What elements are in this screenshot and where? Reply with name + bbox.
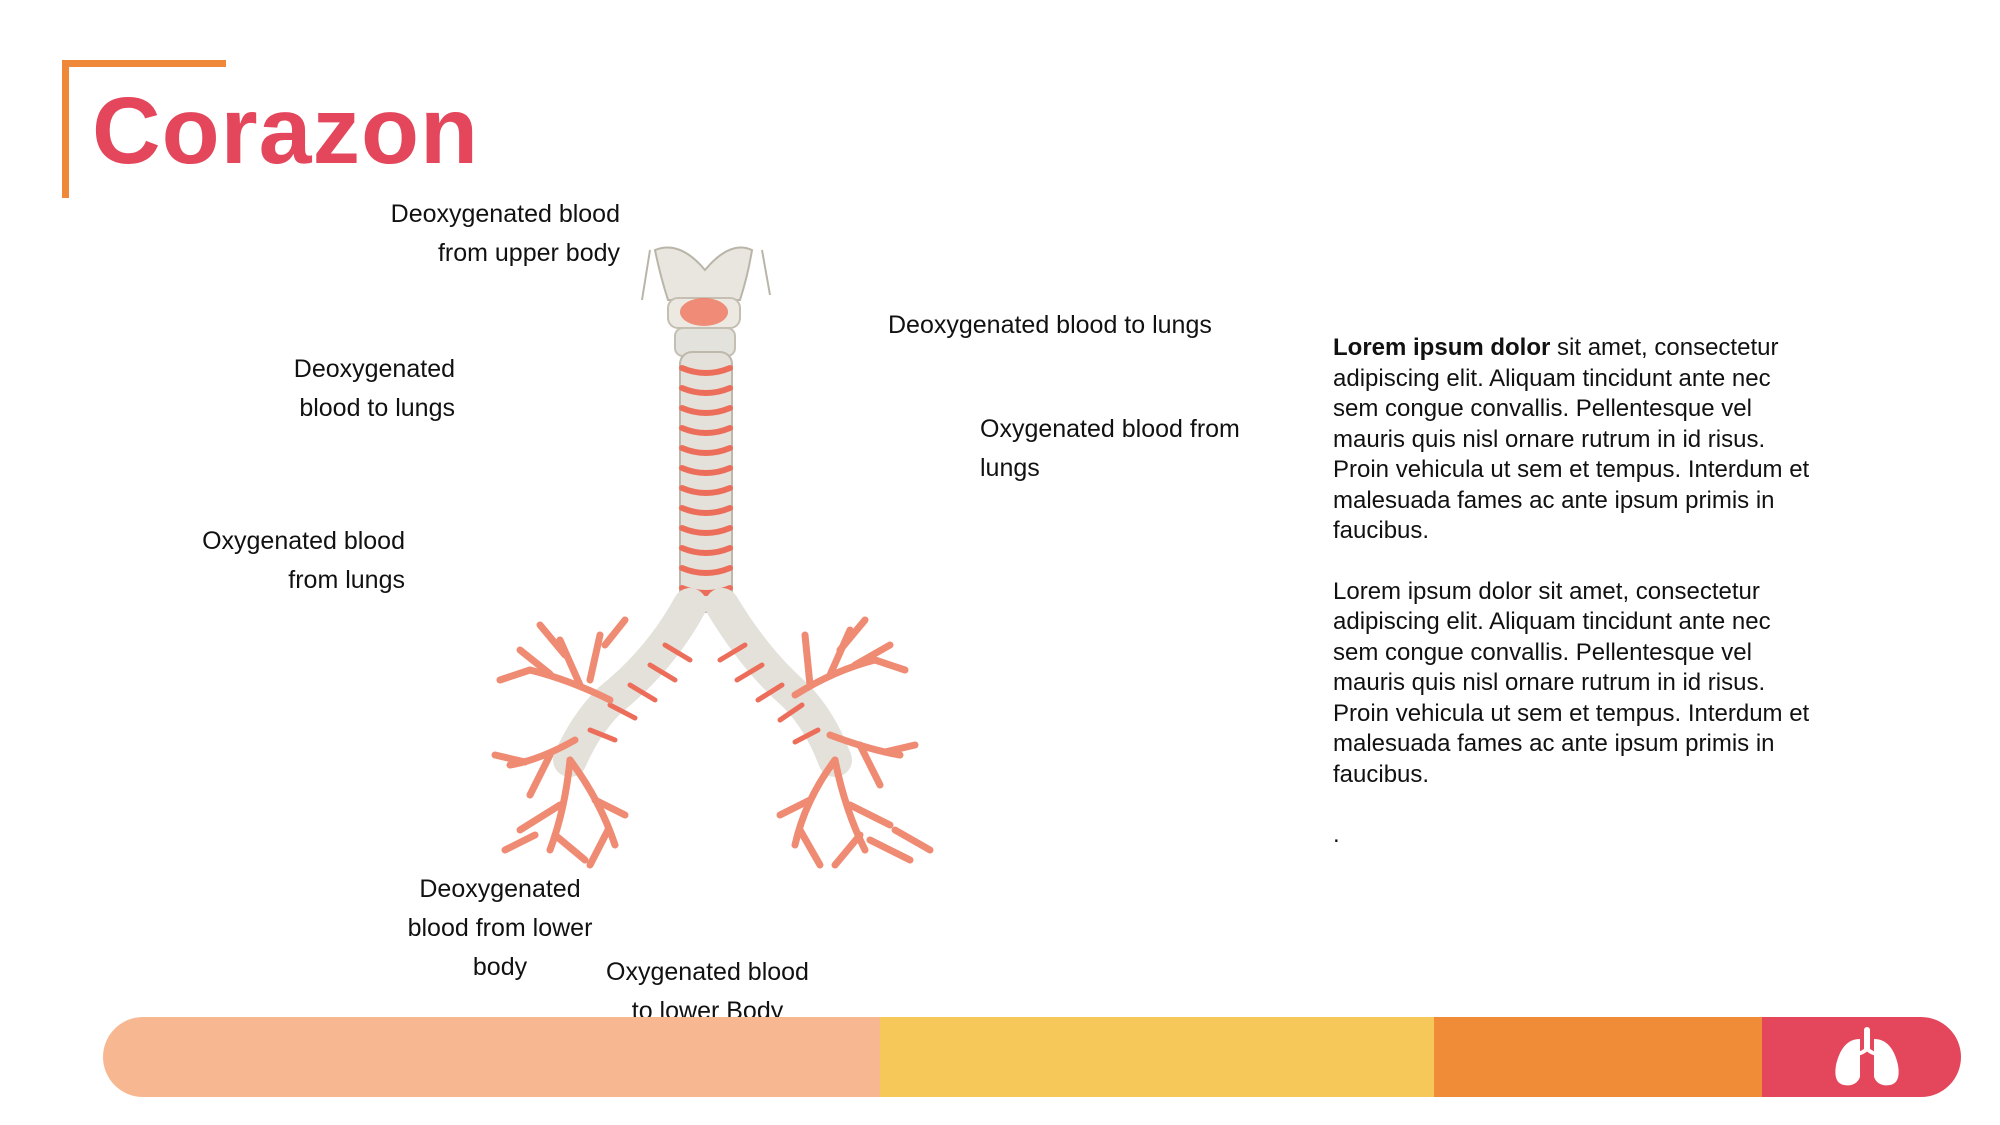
body-paragraph-1-bold: Lorem ipsum dolor	[1333, 334, 1551, 361]
footer-bar-segment-4	[1762, 1017, 1961, 1097]
label-deoxygenated-to-lungs-left: Deoxygenated blood to lungs	[293, 355, 455, 422]
body-paragraph-1-rest: sit amet, consectetur adipiscing elit. A…	[1333, 334, 1810, 544]
lungs-icon	[1834, 1027, 1899, 1086]
trachea-bronchi-illustration	[491, 246, 934, 869]
page-title: Corazon	[92, 78, 479, 184]
larynx	[641, 246, 771, 357]
left-bronchioles	[491, 616, 629, 869]
title-accent-bracket	[62, 60, 226, 198]
body-text: Lorem ipsum dolor sit amet, consectetur …	[1333, 333, 1813, 881]
footer-bar-segment-2	[880, 1017, 1434, 1097]
footer-color-bar	[103, 1017, 1961, 1097]
footer-bar-segment-1	[103, 1017, 880, 1097]
body-paragraph-2: Lorem ipsum dolor sit amet, consectetur …	[1333, 577, 1810, 788]
right-bronchioles	[776, 616, 934, 869]
body-paragraph-3: .	[1333, 821, 1340, 848]
label-oxygenated-from-lungs-right: Oxygenated blood from lungs	[980, 415, 1240, 482]
label-deoxygenated-to-lungs-right: Deoxygenated blood to lungs	[888, 311, 1212, 339]
label-deoxygenated-lower-body: Deoxygenated blood from lower body	[407, 875, 593, 981]
label-deoxygenated-upper-body: Deoxygenated blood from upper body	[390, 200, 620, 267]
trachea	[679, 351, 733, 613]
body-paragraph-1: Lorem ipsum dolor sit amet, consectetur …	[1333, 333, 1813, 547]
label-oxygenated-from-lungs-left: Oxygenated blood from lungs	[202, 527, 405, 594]
bronchi	[553, 588, 852, 777]
footer-bar-segment-3	[1434, 1017, 1762, 1097]
